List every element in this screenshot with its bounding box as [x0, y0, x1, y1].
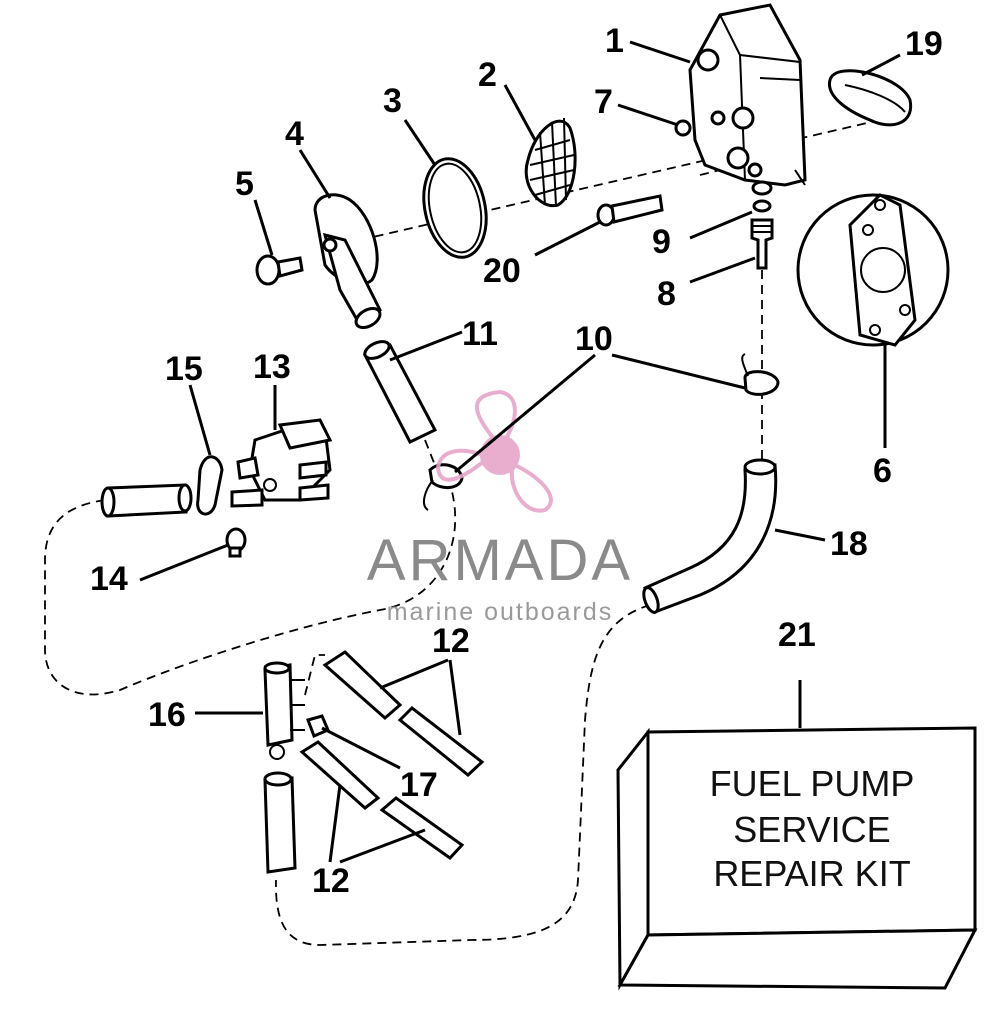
callout-6: 6: [873, 452, 892, 490]
watermark: ARMADA marine outboards: [367, 389, 633, 626]
hose-clip-upper: [741, 353, 780, 396]
callout-9: 9: [652, 223, 671, 261]
callout-20: 20: [483, 252, 521, 290]
hose-sleeve: [306, 714, 330, 738]
filter-screen: [524, 117, 577, 208]
callout-4: 4: [285, 115, 304, 153]
pump-screw: [596, 194, 664, 227]
cover-o-ring: [422, 157, 488, 259]
gasket-detail-inset: [794, 169, 950, 347]
watermark-brand: ARMADA: [367, 528, 633, 593]
callout-19: 19: [905, 25, 943, 63]
callout-12-top: 12: [432, 622, 470, 660]
callout-12-bottom: 12: [312, 862, 350, 900]
o-ring-9: [752, 199, 772, 213]
callout-7: 7: [594, 83, 613, 121]
callout-14: 14: [90, 560, 128, 598]
callout-16: 16: [148, 696, 186, 734]
fuel-hose-11: [362, 340, 438, 444]
cover-screw: [255, 254, 304, 286]
cover-gasket: [828, 69, 913, 127]
callout-13: 13: [253, 348, 291, 386]
callout-8: 8: [657, 275, 676, 313]
fuel-hose-18: [642, 458, 778, 614]
callout-1: 1: [605, 22, 624, 60]
fuel-pump-body: [688, 3, 807, 187]
primer-valve: [230, 418, 333, 508]
callout-10: 10: [575, 320, 613, 358]
kit-line-2: SERVICE: [733, 809, 890, 850]
o-ring-upper: [751, 180, 773, 196]
callout-2: 2: [478, 56, 497, 94]
fuel-hose-12: [263, 650, 485, 874]
callout-5: 5: [235, 165, 254, 203]
primer-gasket: [196, 455, 224, 516]
service-kit-box: FUEL PUMP SERVICE REPAIR KIT: [616, 680, 978, 991]
leader-lines: [139, 40, 901, 864]
callout-17: 17: [400, 766, 438, 804]
kit-line-3: REPAIR KIT: [713, 853, 910, 894]
kit-line-1: FUEL PUMP: [710, 763, 915, 804]
callout-11: 11: [462, 315, 498, 353]
callout-labels: 1 2 3 4 5 6 7 8 9 10 11 12 12 13 14 15 1…: [90, 22, 943, 900]
watermark-tagline: marine outboards: [387, 598, 614, 626]
callout-18: 18: [830, 525, 868, 563]
pump-cover: [313, 193, 382, 329]
fuel-tee: [263, 661, 305, 760]
propeller-logo: [435, 389, 553, 513]
fuel-fitting: [750, 218, 774, 270]
inline-filter: [100, 483, 193, 518]
primer-screw: [225, 527, 247, 558]
o-ring-7: [674, 119, 692, 137]
callout-21: 21: [778, 616, 816, 654]
callout-3: 3: [383, 82, 402, 120]
callout-15: 15: [165, 350, 203, 388]
